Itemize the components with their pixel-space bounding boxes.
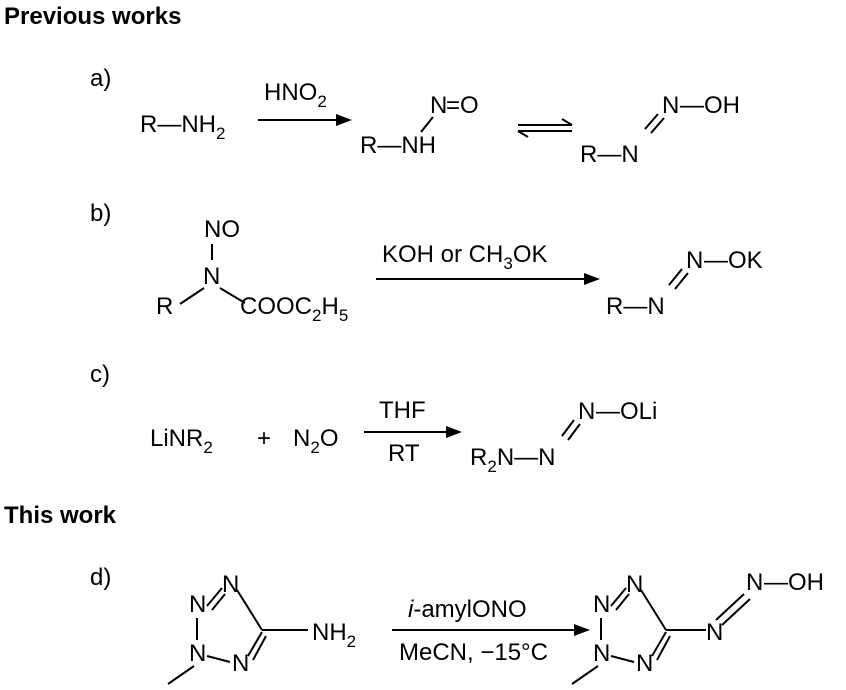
heading-this-work: This work bbox=[4, 502, 117, 529]
p-ring-bond-3 bbox=[610, 655, 635, 663]
n-n-double-bond-c1 bbox=[567, 423, 581, 441]
ring-n-4: N bbox=[232, 650, 249, 677]
ring-bond-4b bbox=[252, 635, 267, 661]
label-c: c) bbox=[90, 361, 110, 388]
temperature-rt: RT bbox=[388, 440, 420, 467]
n-n-double-bond-a1 bbox=[650, 117, 665, 134]
n-n-double-bond-d2 bbox=[721, 598, 751, 626]
tetrazole-reactant: N N N N NH2 bbox=[167, 571, 356, 685]
n-atom-b: N bbox=[203, 263, 220, 290]
tetrazole-product: N N N N bbox=[571, 571, 706, 685]
scheme-c: LiNR2 + N2O THF RT N —OLi R2N—N bbox=[150, 397, 657, 476]
plus-sign: + bbox=[257, 425, 271, 452]
scheme-a: R—NH2 HNO2 N =O R—NH N —OH R—N bbox=[140, 79, 740, 168]
n-c-bond-b bbox=[219, 287, 246, 304]
ring-n-1: N bbox=[222, 571, 239, 598]
n-n-double-bond-b1 bbox=[674, 272, 689, 290]
product-d-oh: —OH bbox=[764, 569, 824, 596]
solvent-thf: THF bbox=[379, 397, 426, 424]
ring-n-2: N bbox=[189, 591, 206, 618]
equilibrium-head-forward bbox=[561, 118, 573, 126]
p-ring-bond-4 bbox=[651, 631, 667, 657]
amine-group: NH2 bbox=[312, 619, 356, 651]
ring-bond-3 bbox=[206, 655, 231, 663]
nitrosamine: R—NH bbox=[360, 132, 436, 159]
ring-bond-4 bbox=[247, 631, 263, 657]
no-group: NO bbox=[204, 216, 240, 243]
scheme-d: N N N N NH2 i-amylONO MeCN, −15°C N N bbox=[167, 569, 824, 685]
arrowhead-a bbox=[336, 114, 352, 126]
ring-bond-1b bbox=[211, 593, 226, 611]
p-ring-bond-1b bbox=[615, 593, 630, 611]
methyl-bond bbox=[167, 665, 195, 685]
product-a-oh: —OH bbox=[680, 92, 740, 119]
n-n-bond-a bbox=[420, 116, 434, 133]
n-n-double-bond-b2 bbox=[668, 268, 683, 286]
n-n-double-bond-a2 bbox=[644, 113, 659, 130]
product-b-n-top: N bbox=[686, 247, 703, 274]
p-ring-n-2: N bbox=[593, 591, 610, 618]
amine-reactant: R—NH2 bbox=[140, 111, 225, 143]
arrowhead-b bbox=[584, 273, 600, 285]
product-c-r2n-n: R2N—N bbox=[470, 444, 555, 476]
ring-bond-1 bbox=[206, 587, 223, 607]
label-d: d) bbox=[90, 564, 111, 591]
nitroso-n: N bbox=[430, 92, 447, 119]
ring-n-3: N bbox=[189, 640, 206, 667]
product-c-oli: —OLi bbox=[596, 398, 657, 425]
p-ring-n-4: N bbox=[636, 650, 653, 677]
lithium-amide: LiNR2 bbox=[150, 425, 213, 457]
p-ring-bond-5 bbox=[640, 589, 667, 631]
reagent-hno2: HNO2 bbox=[264, 79, 327, 111]
product-b-ok: —OK bbox=[704, 247, 763, 274]
conditions-d: MeCN, −15°C bbox=[399, 639, 548, 666]
nitroso-o: =O bbox=[446, 92, 479, 119]
scheme-b: NO N R COOC2H5 KOH or CH3OK N —OK R—N bbox=[156, 216, 763, 325]
n-n-double-bond-d1 bbox=[715, 593, 745, 621]
label-a: a) bbox=[90, 65, 111, 92]
label-b: b) bbox=[90, 200, 111, 227]
p-ring-n-3: N bbox=[593, 640, 610, 667]
heading-previous-works: Previous works bbox=[4, 3, 181, 30]
reagent-b: KOH or CH3OK bbox=[382, 241, 548, 273]
arrowhead-d bbox=[574, 624, 590, 636]
product-b-rn: R—N bbox=[606, 293, 665, 320]
ring-bond-5 bbox=[236, 589, 263, 631]
p-methyl-bond bbox=[571, 665, 599, 685]
equilibrium-head-back bbox=[517, 130, 529, 138]
product-a-n-top: N bbox=[662, 92, 679, 119]
n-n-double-bond-c2 bbox=[561, 419, 575, 437]
product-d-n-top: N bbox=[746, 569, 763, 596]
reagent-amyl-nitrite: i-amylONO bbox=[408, 596, 527, 623]
p-ring-bond-4b bbox=[656, 635, 671, 661]
r-n-bond-b bbox=[179, 287, 205, 305]
nitrous-oxide: N2O bbox=[293, 425, 338, 457]
p-ring-n-1: N bbox=[626, 571, 643, 598]
product-a-rn: R—N bbox=[580, 141, 639, 168]
product-d-n: N bbox=[706, 619, 723, 646]
ester-group: COOC2H5 bbox=[240, 293, 348, 325]
product-c-n-top: N bbox=[578, 398, 595, 425]
arrowhead-c bbox=[446, 426, 462, 438]
r-group-b: R bbox=[156, 293, 173, 320]
p-ring-bond-1 bbox=[610, 587, 627, 607]
